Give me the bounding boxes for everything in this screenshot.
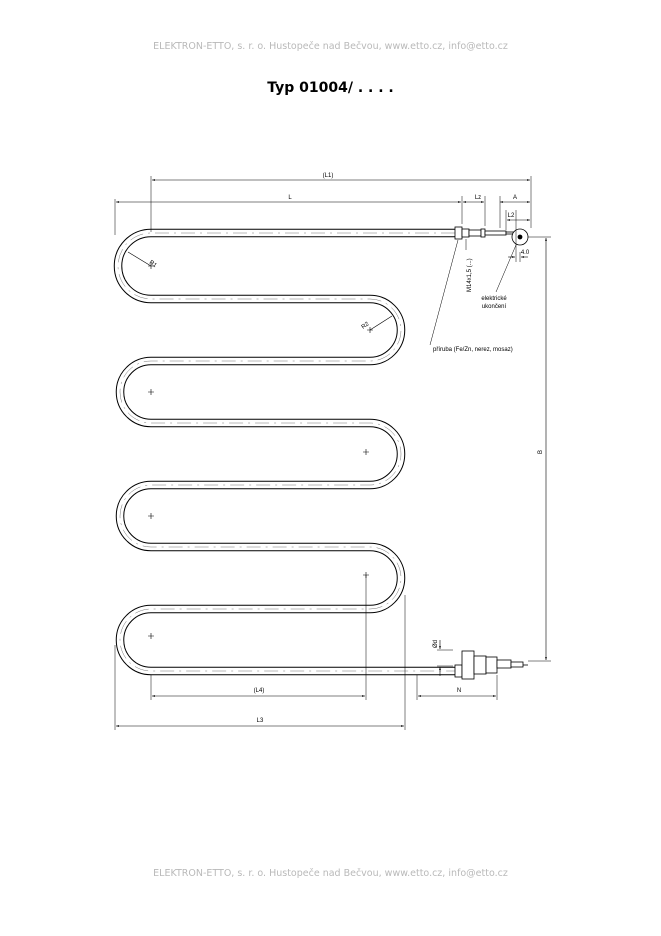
dim-four-label: 4.0 xyxy=(521,250,530,256)
dim-l-label: L xyxy=(288,195,292,201)
flange-label: příruba (Fe/Zn, nerez, mosaz) xyxy=(433,347,513,353)
bottom-terminal xyxy=(454,650,528,680)
dim-lz-label: Lz xyxy=(475,195,481,201)
heating-tube xyxy=(113,228,455,676)
radius-r1-label: R1 xyxy=(148,260,158,270)
dim-l1-label: (L1) xyxy=(323,173,334,179)
dim-b-label: B xyxy=(538,450,544,454)
dim-phi-d-label: Ød xyxy=(433,640,439,648)
dim-n-label: N xyxy=(457,688,461,694)
leader-lines xyxy=(429,239,517,346)
dim-l3-label: L3 xyxy=(257,718,264,724)
electric-end-label-line1: elektrické xyxy=(481,296,507,302)
radius-r2-label: R2 xyxy=(361,321,371,331)
tube-centerline xyxy=(117,232,455,672)
page-header: ELEKTRON-ETTO, s. r. o. Hustopeče nad Be… xyxy=(153,41,508,52)
dim-a-label: A xyxy=(513,195,517,201)
dim-l4-label: (L4) xyxy=(254,688,265,694)
page-title: Typ 01004/ . . . . xyxy=(267,80,394,96)
dimension-lines xyxy=(116,179,547,727)
thread-label: M14x1,5 (...) xyxy=(467,258,473,292)
page-footer: ELEKTRON-ETTO, s. r. o. Hustopeče nad Be… xyxy=(153,868,508,879)
bend-center-marks xyxy=(148,263,373,639)
electric-end-label-line2: ukončení xyxy=(482,304,507,310)
extension-lines xyxy=(114,176,551,730)
radius-markers xyxy=(127,251,393,331)
dim-l2-label: L2 xyxy=(508,213,515,219)
